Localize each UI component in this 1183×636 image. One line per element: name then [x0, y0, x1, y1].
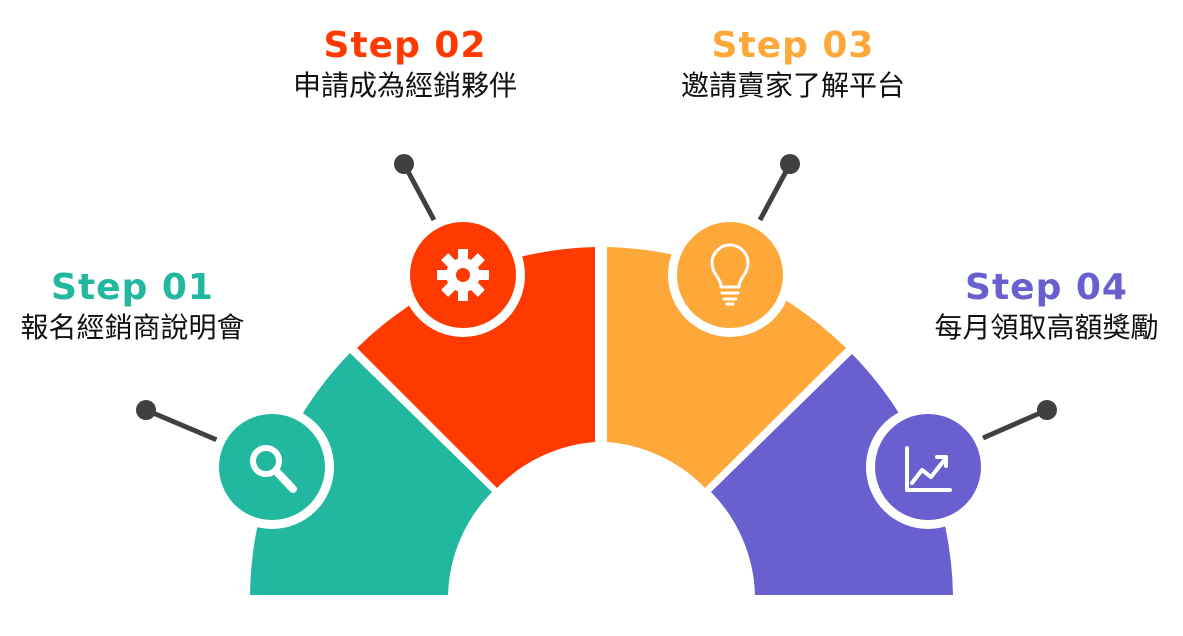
step-4-description: 每月領取高額獎勵 — [934, 311, 1159, 344]
step-4-block: Step 04 每月領取高額獎勵 — [910, 266, 1183, 346]
step-2-description: 申請成為經銷夥伴 — [292, 69, 517, 102]
step-3-block: Step 03 邀請賣家了解平台 — [648, 24, 938, 104]
chart-icon — [905, 446, 952, 492]
badge-step-3 — [668, 213, 792, 337]
step-2-block: Step 02 申請成為經銷夥伴 — [265, 24, 545, 104]
segment-step-1 — [250, 353, 492, 595]
connector-step-4 — [981, 400, 1057, 441]
connector-step-2 — [394, 154, 437, 222]
step-3-description: 邀請賣家了解平台 — [680, 69, 905, 102]
connector-step-3 — [757, 154, 800, 222]
step-3-heading: Step 03 — [711, 25, 875, 66]
step-2-heading: Step 02 — [323, 25, 487, 66]
connector-step-1 — [136, 400, 218, 443]
step-4-heading: Step 04 — [965, 267, 1128, 308]
segment-step-4 — [711, 354, 953, 595]
step-1-block: Step 01 報名經銷商說明會 — [0, 266, 265, 346]
search-icon — [250, 445, 297, 493]
gear-icon — [437, 249, 489, 301]
lightbulb-icon — [710, 243, 750, 306]
badge-step-1 — [210, 405, 334, 529]
badge-step-4 — [866, 405, 990, 529]
badge-step-2 — [401, 213, 525, 337]
step-1-heading: Step 01 — [51, 267, 214, 308]
step-1-description: 報名經銷商說明會 — [20, 311, 245, 344]
segment-step-3 — [607, 247, 846, 488]
